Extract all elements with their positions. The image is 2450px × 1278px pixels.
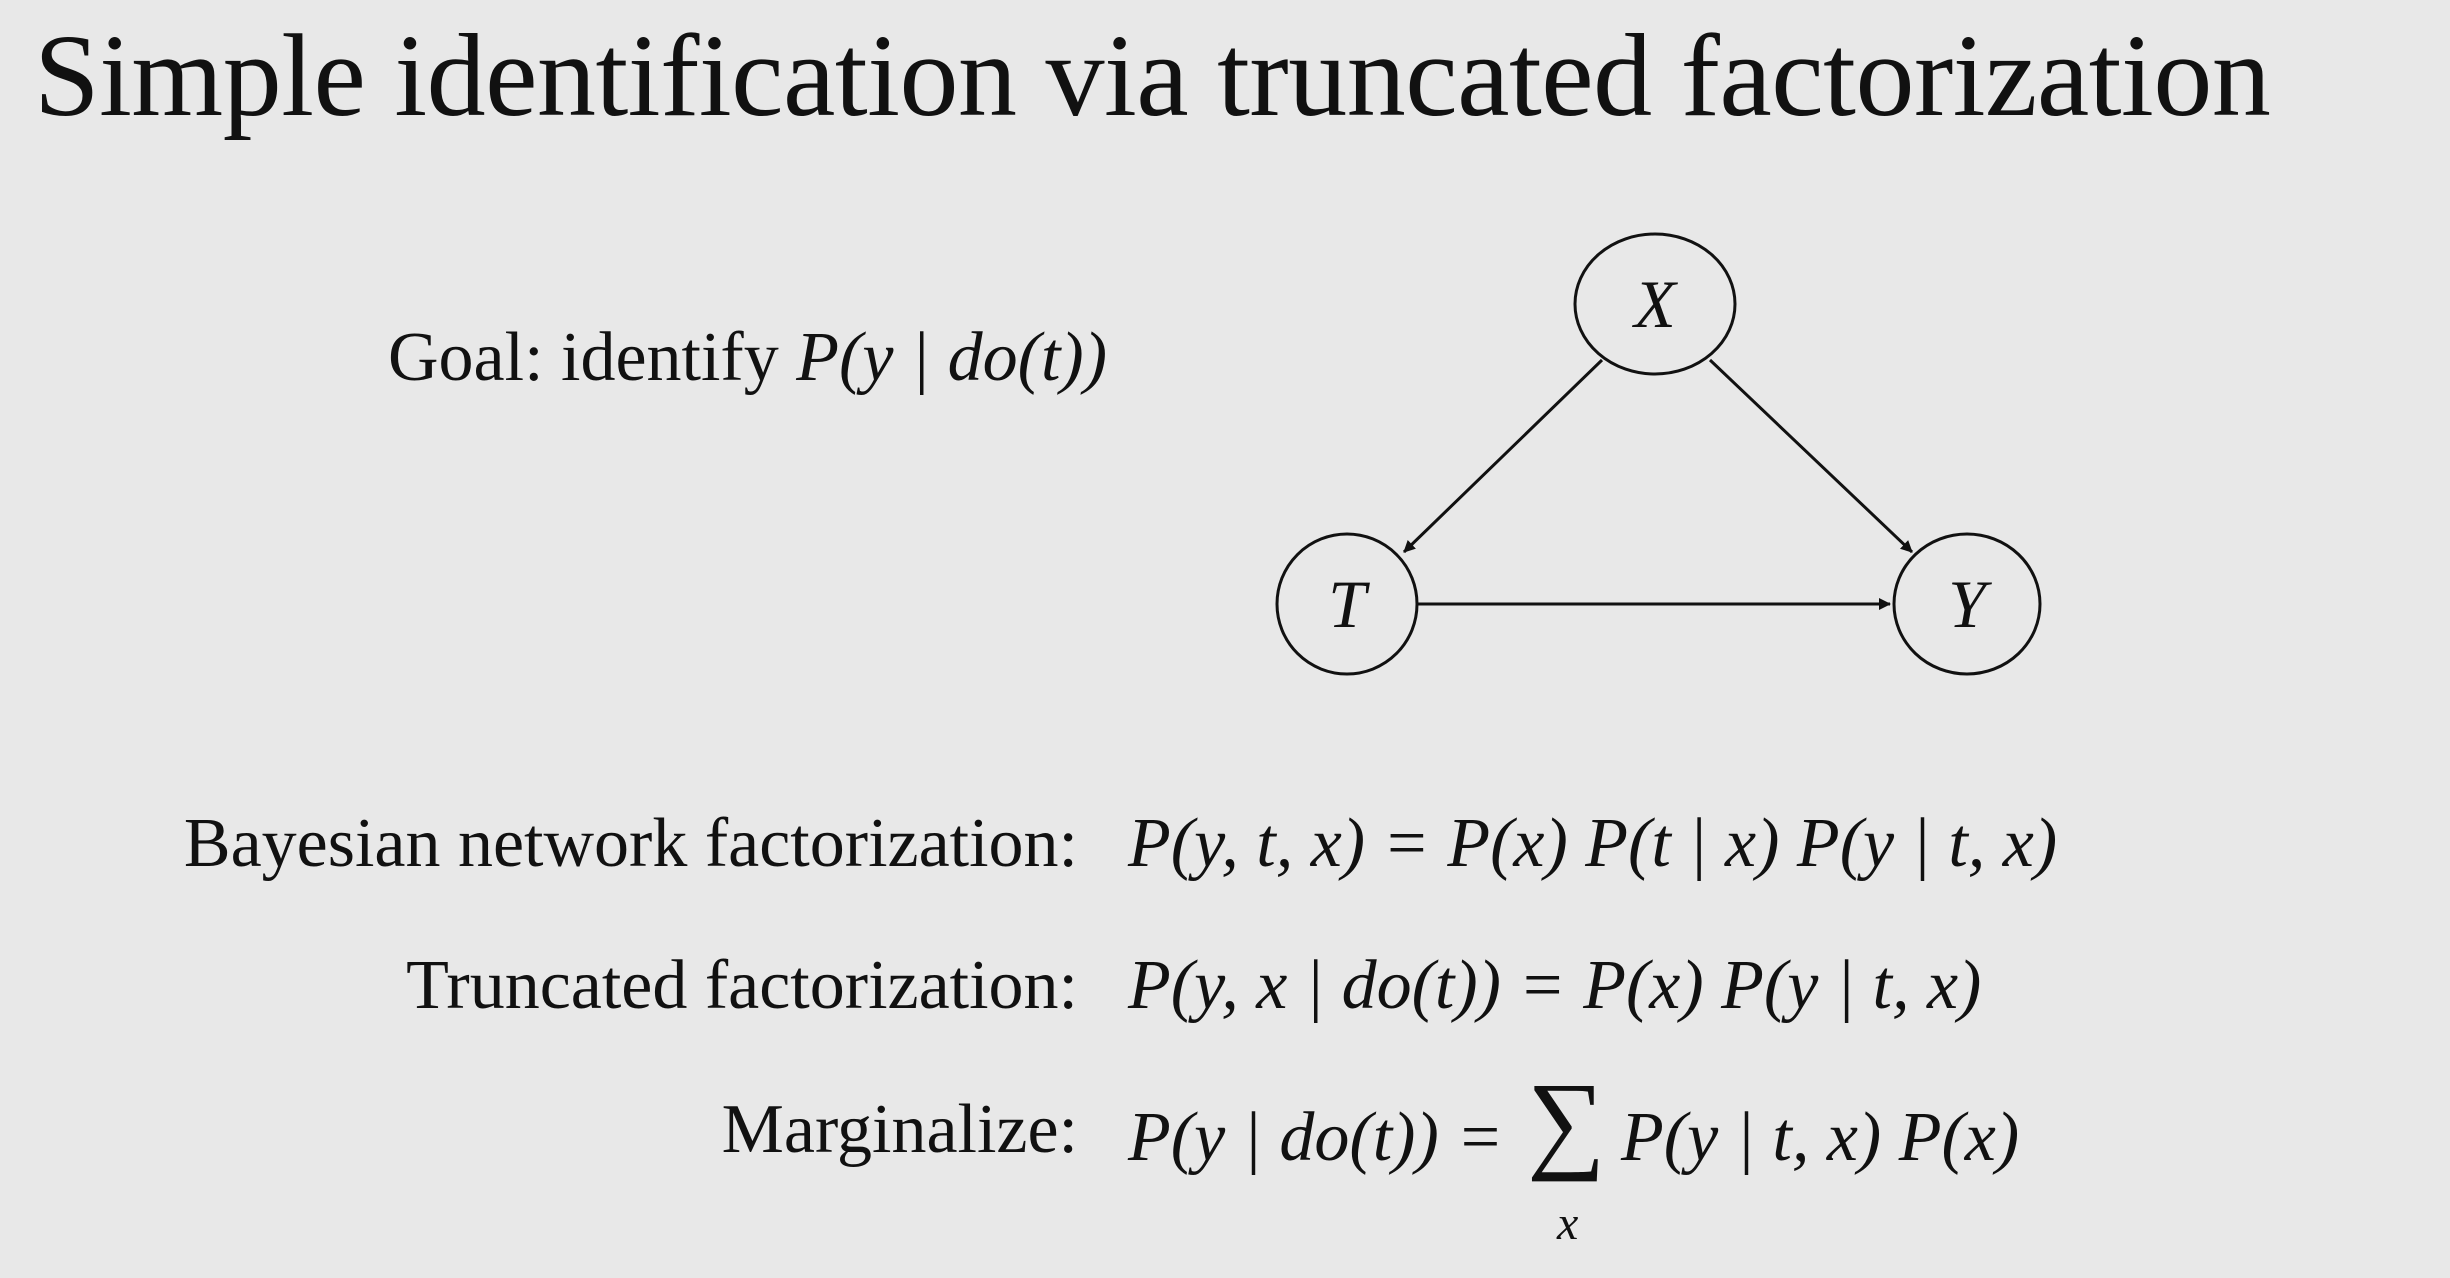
equation-row-truncated: Truncated factorization: P(y, x | do(t))… <box>0 946 2450 1056</box>
equation-label-marginalize: Marginalize: <box>721 1091 1078 1168</box>
equation-formula-truncated: P(y, x | do(t)) = P(x) P(y | t, x) <box>1128 947 1982 1024</box>
equation-formula-bayesian: P(y, t, x) = P(x) P(t | x) P(y | t, x) <box>1128 805 2058 882</box>
equation-label-bayesian: Bayesian network factorization: <box>183 805 1078 882</box>
equation-row-bayesian: Bayesian network factorization: P(y, t, … <box>0 804 2450 914</box>
edge-x-to-t <box>1402 358 1604 554</box>
goal-expression: P(y | do(t)) <box>796 319 1108 396</box>
node-t: T <box>1275 532 1419 676</box>
summation: ∑x <box>1521 1066 1621 1248</box>
slide-title: Simple identification via truncated fact… <box>34 10 2271 141</box>
marginalize-lhs: P(y | do(t)) = <box>1128 1099 1521 1176</box>
node-t-label: T <box>1328 566 1370 642</box>
node-x-label: X <box>1631 266 1678 342</box>
edge-x-to-y <box>1708 358 1914 554</box>
equation-label-truncated: Truncated factorization: <box>406 947 1078 1024</box>
summation-sign: ∑ <box>1527 1060 1606 1182</box>
goal-statement: Goal: identify P(y | do(t)) <box>388 318 1107 398</box>
node-y: Y <box>1892 532 2042 676</box>
goal-label: Goal: identify <box>388 319 797 396</box>
marginalize-rhs: P(y | t, x) P(x) <box>1621 1099 2020 1176</box>
node-x: X <box>1573 232 1737 376</box>
summation-index: x <box>1557 1197 1579 1250</box>
node-y-label: Y <box>1948 566 1992 642</box>
